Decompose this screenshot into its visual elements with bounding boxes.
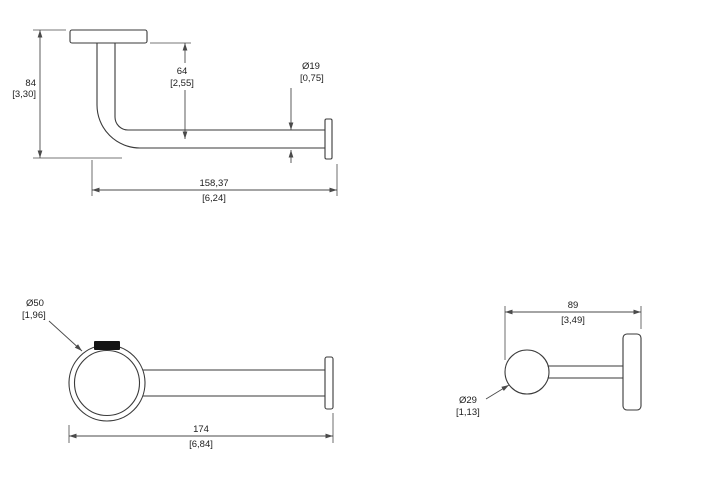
dim-projection-mm: 89 xyxy=(568,300,579,311)
dim-rosette-diameter-inch: [1,96] xyxy=(22,310,46,321)
leader-line-post-dia xyxy=(485,384,510,400)
arm-outer-outline xyxy=(96,42,326,149)
dim-post-diameter-inch: [1,13] xyxy=(456,407,480,418)
arm-inner-outline xyxy=(114,42,326,131)
rosette-inner-circle xyxy=(73,349,141,417)
dim-height-inch: [3,30] xyxy=(12,89,36,100)
dim-post-diameter-mm: Ø29 xyxy=(459,395,477,406)
stem-outline xyxy=(547,365,624,379)
leader-line-rosette-dia xyxy=(48,320,83,352)
post-circle xyxy=(504,349,550,395)
dim-projection-inch: [3,49] xyxy=(561,315,585,326)
dim-rosette-diameter-mm: Ø50 xyxy=(26,298,44,309)
end-flange-front xyxy=(324,356,334,410)
rosette-outer-circle xyxy=(68,344,146,422)
dim-overall-length-mm: 174 xyxy=(193,424,209,435)
dim-overall-length-inch: [6,84] xyxy=(189,439,213,450)
dim-drop-inch: [2,55] xyxy=(170,78,194,89)
view-front: Ø50 [1,96] 174 [6,84] xyxy=(22,298,334,450)
end-flange-edge xyxy=(324,118,333,160)
bar-outline-front xyxy=(142,369,326,397)
logo-badge xyxy=(94,341,120,350)
dim-length-mm: 158,37 xyxy=(199,178,228,189)
wall-plate-edge xyxy=(69,29,148,44)
dim-drop-mm: 64 xyxy=(177,66,188,77)
dim-height-mm: 84 xyxy=(25,78,36,89)
view-profile-mount: 89 [3,49] Ø29 [1,13] xyxy=(456,300,642,418)
dim-bar-diameter-mm: Ø19 xyxy=(302,61,320,72)
view-side-elevation: 84 [3,30] 64 [2,55] Ø19 [0,75] 158,37 [6… xyxy=(12,29,338,204)
wall-plate-profile xyxy=(622,333,642,411)
dim-length-inch: [6,24] xyxy=(202,193,226,204)
dim-text-mask xyxy=(165,63,202,90)
dim-bar-diameter-inch: [0,75] xyxy=(300,73,324,84)
